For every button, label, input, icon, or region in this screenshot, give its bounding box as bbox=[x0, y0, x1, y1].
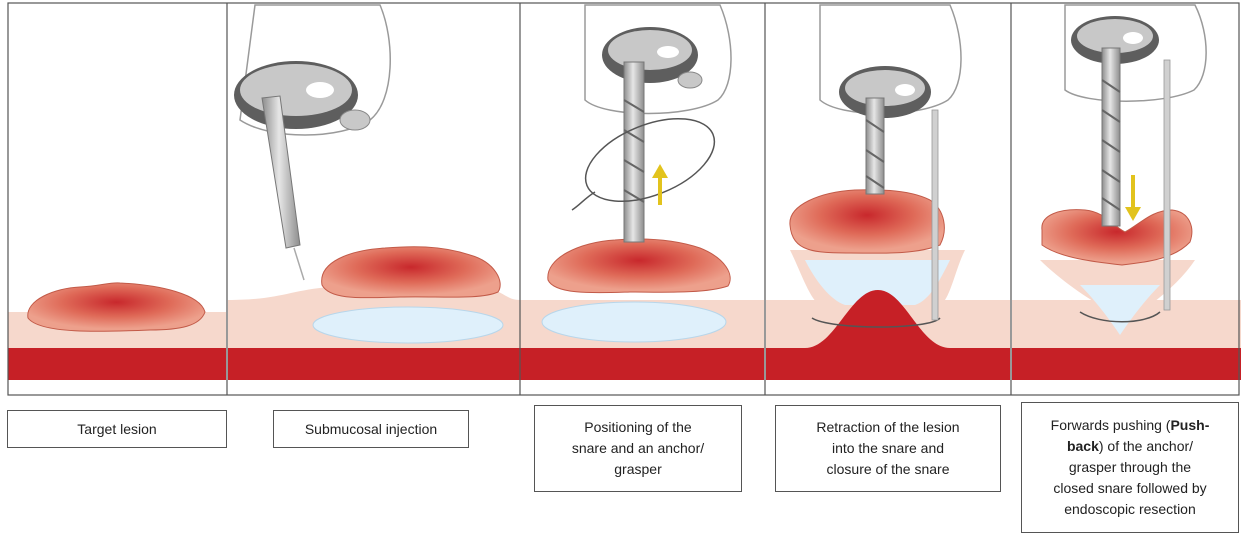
caption-line: into the snare and bbox=[832, 438, 944, 459]
caption-bold: Push- bbox=[1170, 417, 1209, 433]
caption-bold: back bbox=[1067, 438, 1099, 454]
caption-line: Submucosal injection bbox=[305, 419, 437, 440]
caption-line: Retraction of the lesion bbox=[816, 417, 959, 438]
caption-line: Forwards pushing (Push- bbox=[1051, 415, 1210, 436]
procedure-diagram bbox=[0, 0, 1241, 400]
caption-line: Positioning of the bbox=[584, 417, 691, 438]
panel-positioning bbox=[520, 5, 764, 380]
caption-submucosal-injection: Submucosal injection bbox=[273, 410, 469, 448]
panel-push-back bbox=[1012, 5, 1241, 380]
lesion bbox=[548, 239, 730, 293]
injection-fluid bbox=[542, 302, 726, 342]
caption-line: snare and an anchor/ bbox=[572, 438, 704, 459]
muscle-layer bbox=[1012, 348, 1241, 380]
muscle-layer bbox=[228, 348, 520, 380]
lesion bbox=[790, 190, 944, 253]
grasper-shaft bbox=[624, 62, 644, 242]
snare-catheter bbox=[1164, 60, 1170, 310]
caption-line: closure of the snare bbox=[827, 459, 950, 480]
caption-target-lesion: Target lesion bbox=[7, 410, 227, 448]
muscle-layer bbox=[8, 348, 226, 380]
caption-line: grasper through the bbox=[1069, 457, 1191, 478]
panel-target-lesion bbox=[8, 283, 226, 380]
lesion bbox=[322, 247, 501, 298]
caption-line: back) of the anchor/ bbox=[1067, 436, 1193, 457]
panel-retraction bbox=[766, 5, 1010, 380]
caption-line: closed snare followed by bbox=[1053, 478, 1206, 499]
caption-line: Target lesion bbox=[77, 419, 156, 440]
snare-loop bbox=[574, 102, 726, 218]
grasper-shaft bbox=[866, 98, 884, 194]
caption-line: grasper bbox=[614, 459, 661, 480]
injection-fluid bbox=[313, 307, 503, 343]
snare-catheter bbox=[932, 110, 938, 320]
caption-text: Forwards pushing ( bbox=[1051, 417, 1171, 433]
muscle-layer bbox=[520, 348, 764, 380]
lesion bbox=[28, 283, 205, 331]
caption-line: endoscopic resection bbox=[1064, 499, 1196, 520]
caption-text: ) of the anchor/ bbox=[1099, 438, 1193, 454]
caption-positioning: Positioning of the snare and an anchor/ … bbox=[534, 405, 742, 492]
caption-retraction: Retraction of the lesion into the snare … bbox=[775, 405, 1001, 492]
panel-submucosal-injection bbox=[228, 5, 520, 380]
caption-push-back: Forwards pushing (Push- back) of the anc… bbox=[1021, 402, 1239, 533]
